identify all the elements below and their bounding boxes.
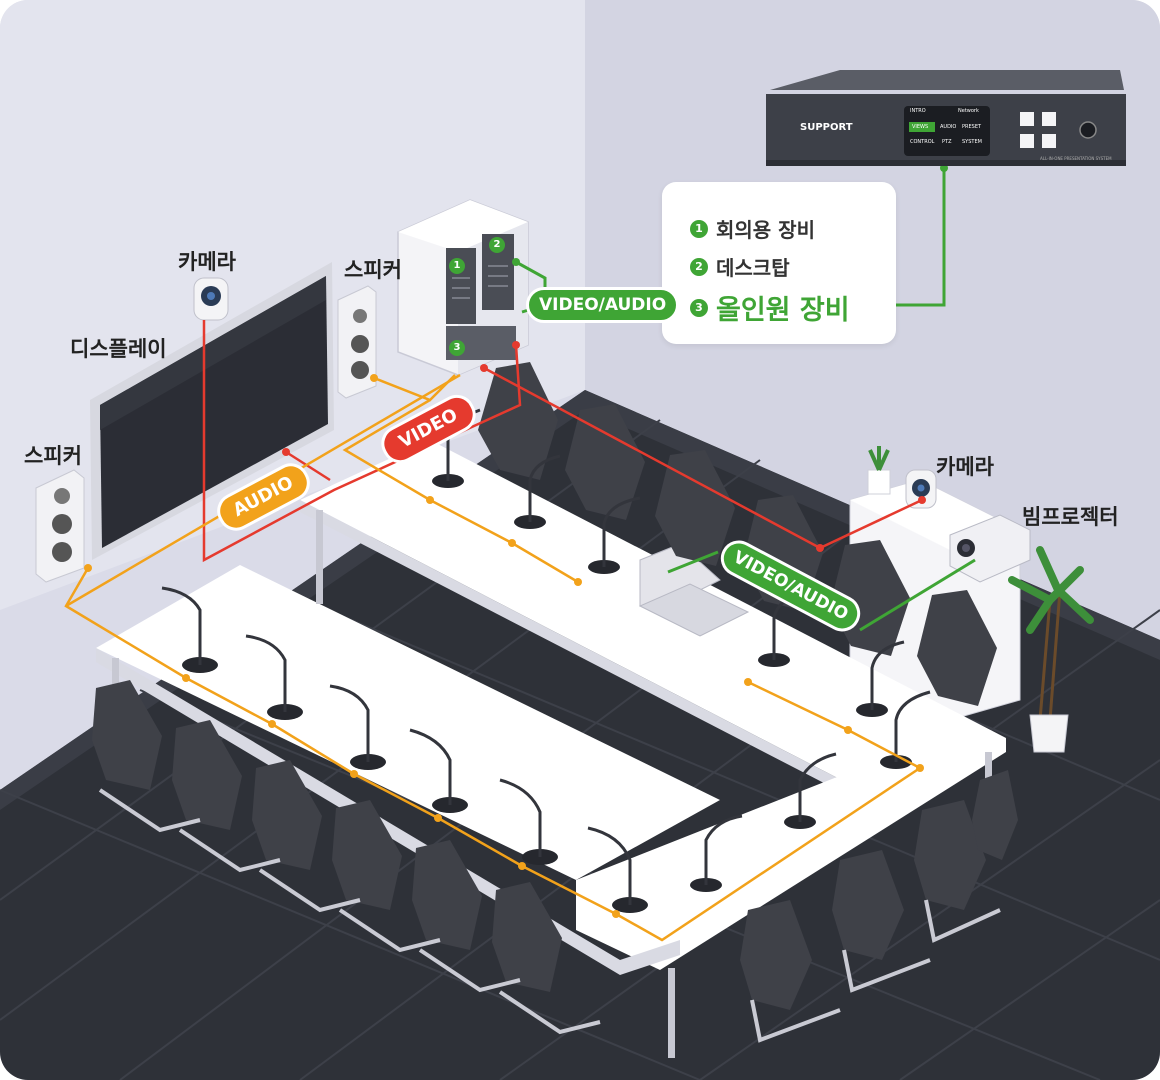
red-nodes bbox=[282, 341, 926, 552]
legend-callout: 1 회의용 장비 2 데스크탑 3 올인원 장비 bbox=[662, 182, 896, 344]
green-endpoint bbox=[512, 258, 520, 266]
label-camera-left: 카메라 bbox=[178, 250, 236, 274]
plant-decoration bbox=[1008, 546, 1094, 753]
orange-nodes bbox=[84, 374, 924, 918]
legend-text-1: 회의용 장비 bbox=[716, 218, 815, 242]
legend-item-3: 3 올인원 장비 bbox=[690, 288, 850, 327]
legend-text-2: 데스크탑 bbox=[716, 256, 790, 280]
camera-left-device bbox=[193, 277, 229, 321]
device-menu-control: CONTROL bbox=[910, 139, 935, 145]
device-menu-ptz: PTZ bbox=[942, 139, 952, 145]
microphones bbox=[161, 408, 931, 913]
chairs-lower-right bbox=[740, 770, 1018, 1010]
label-speaker-left: 스피커 bbox=[24, 444, 82, 468]
legend-item-2: 2 데스크탑 bbox=[690, 252, 790, 281]
speaker-left-device bbox=[35, 469, 85, 583]
display-screen bbox=[90, 262, 334, 560]
rack-badge-3: 3 bbox=[449, 340, 465, 356]
rack-badge-2: 2 bbox=[489, 237, 505, 253]
speaker-right-device bbox=[337, 285, 377, 399]
device-network-label: Network bbox=[958, 108, 979, 114]
legend-item-1: 1 회의용 장비 bbox=[690, 214, 815, 243]
projector-device bbox=[949, 514, 1031, 583]
device-menu-system: SYSTEM bbox=[962, 139, 982, 145]
legend-text-3: 올인원 장비 bbox=[716, 295, 850, 326]
label-camera-right: 카메라 bbox=[936, 455, 994, 479]
device-footer: ALL-IN-ONE PRESENTATION SYSTEM bbox=[1040, 156, 1112, 161]
legend-num-1: 1 bbox=[690, 219, 708, 238]
label-speaker-right: 스피커 bbox=[344, 258, 402, 282]
all-in-one-device bbox=[766, 70, 1126, 166]
label-projector: 빔프로젝터 bbox=[1022, 505, 1119, 529]
label-display: 디스플레이 bbox=[70, 337, 167, 361]
device-menu-preset: PRESET bbox=[962, 124, 982, 130]
chair-legs bbox=[98, 788, 1001, 1043]
rack-badge-1: 1 bbox=[449, 258, 465, 274]
device-menu-views: VIEWS bbox=[912, 124, 929, 130]
device-menu-audio: AUDIO bbox=[940, 124, 957, 130]
legend-num-3: 3 bbox=[690, 298, 708, 317]
chairs-lower-left bbox=[92, 680, 562, 992]
device-screen bbox=[904, 106, 990, 156]
legend-num-2: 2 bbox=[690, 257, 708, 276]
video-audio-label-top: VIDEO/AUDIO bbox=[526, 287, 680, 323]
device-brand: SUPPORT bbox=[800, 122, 853, 133]
device-screen-title: INTRO bbox=[910, 108, 926, 114]
camera-right-device bbox=[905, 469, 937, 509]
